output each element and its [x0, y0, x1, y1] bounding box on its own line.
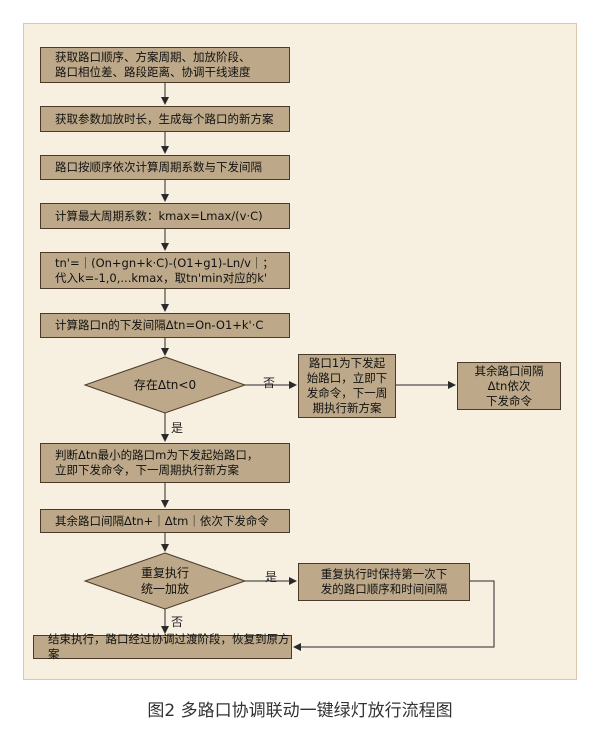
step-calc-tn: tn'=｜(On+gn+k·C)-(O1+g1)-Ln/v｜； 代入k=-1,0… [40, 252, 290, 289]
step-calc-cycle: 路口按顺序依次计算周期系数与下发间隔 [40, 155, 290, 180]
decision-2-label: 重复执行 统一加放 [140, 566, 189, 596]
step-get-params: 获取路口顺序、方案周期、加放阶段、 路口相位差、路段距离、协调干线速度 [40, 47, 290, 83]
step-calc-kmax: 计算最大周期系数：kmax=Lmax/(v·C) [40, 203, 290, 229]
step-generate-plan: 获取参数加放时长，生成每个路口的新方案 [40, 106, 290, 132]
step-others-send: 其余路口间隔Δtn+｜Δtm｜依次下发命令 [40, 509, 290, 533]
branch-start-intersection-1: 路口1为下发起 始路口，立即下 发命令，下一周 期执行新方案 [298, 354, 396, 418]
figure-caption: 图2 多路口协调联动一键绿灯放行流程图 [147, 701, 453, 721]
decision-2-yes-label: 是 [265, 570, 278, 584]
arrow-branch2-return [293, 580, 495, 651]
decision-1-no-label: 否 [263, 376, 276, 390]
decision-1-label: 存在Δtn<0 [133, 378, 197, 392]
step-min-start: 判断Δtn最小的路口m为下发起始路口， 立即下发命令，下一周期执行新方案 [40, 443, 290, 483]
decision-1-yes-label: 是 [171, 421, 184, 435]
decision-2-no-label: 否 [171, 615, 184, 629]
step-end-restore: 结束执行，路口经过协调过渡阶段，恢复到原方案 [33, 632, 292, 661]
branch-repeat-keep-order: 重复执行时保持第一次下 发的路口顺序和时间间隔 [298, 563, 470, 601]
branch-others-interval: 其余路口间隔 Δtn依次 下发命令 [457, 362, 561, 410]
step-calc-interval: 计算路口n的下发间隔Δtn=On-O1+k'·C [40, 313, 290, 338]
